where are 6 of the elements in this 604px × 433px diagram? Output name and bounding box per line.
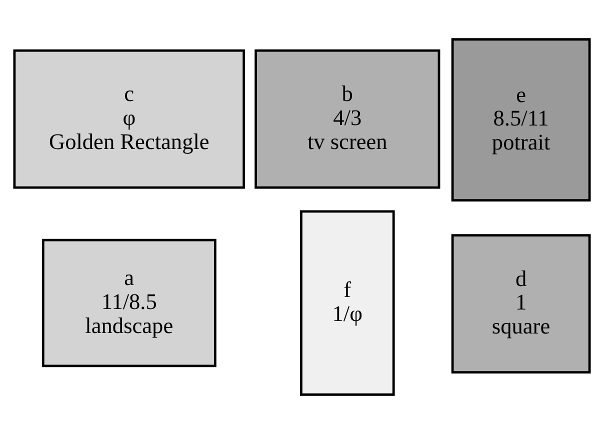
node-box: d 1 square — [451, 234, 591, 374]
node-box: e 8.5/11 potrait — [451, 38, 591, 201]
node-box: f 1/φ — [300, 210, 395, 396]
node-box: a 11/8.5 landscape — [42, 238, 216, 367]
node-box: c φ Golden Rectangle — [13, 48, 246, 188]
node-box: b 4/3 tv screen — [254, 48, 440, 188]
